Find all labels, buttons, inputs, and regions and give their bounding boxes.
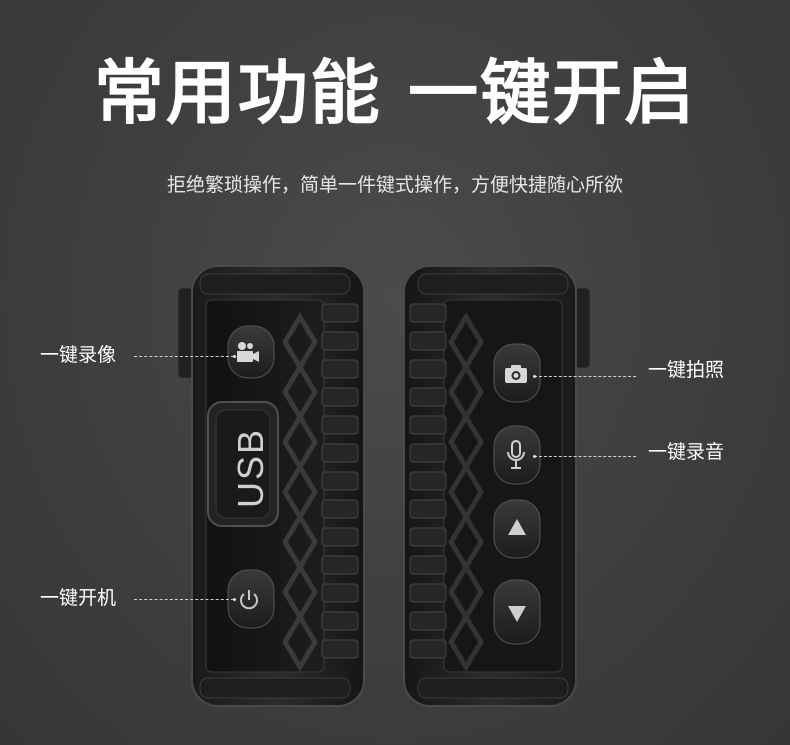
- leader-power: [134, 599, 234, 600]
- callout-power: 一键开机: [40, 587, 117, 609]
- usb-label: USB: [230, 427, 271, 509]
- body-camera-right-side: [403, 265, 591, 707]
- leader-photo-dot: [533, 375, 536, 378]
- power-icon[interactable]: [237, 588, 261, 612]
- callout-photo: 一键拍照: [648, 359, 725, 381]
- callout-audio: 一键录音: [648, 441, 725, 463]
- leader-photo: [534, 376, 636, 377]
- leader-power-dot: [233, 598, 236, 601]
- subheadline: 拒绝繁琐操作，简单一件键式操作，方便快捷随心所欲: [166, 174, 623, 196]
- leader-audio-dot: [533, 455, 536, 458]
- headline: 常用功能 一键开启: [93, 52, 697, 134]
- body-camera-left-side: [177, 265, 365, 707]
- up-arrow-icon[interactable]: [507, 518, 527, 536]
- callout-video: 一键录像: [40, 344, 117, 366]
- leader-audio: [534, 456, 636, 457]
- camera-icon[interactable]: [504, 364, 528, 384]
- leader-video-dot: [233, 355, 236, 358]
- microphone-icon[interactable]: [506, 440, 526, 470]
- leader-video: [134, 356, 234, 357]
- down-arrow-icon[interactable]: [507, 605, 527, 623]
- video-camera-icon[interactable]: [232, 340, 262, 366]
